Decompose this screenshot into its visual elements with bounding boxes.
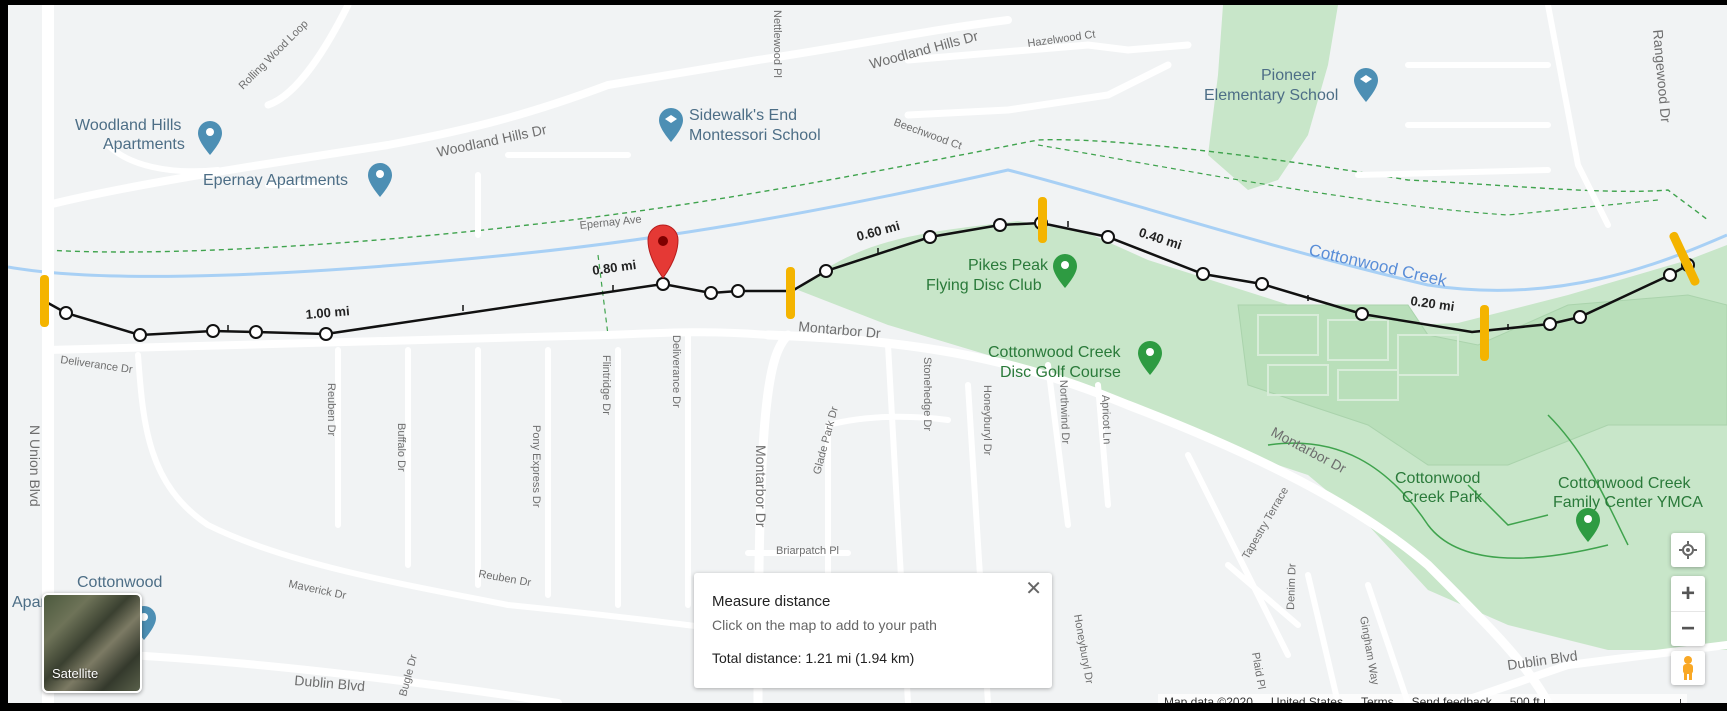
street-label-flintridge-dr: Flintridge Dr <box>600 355 612 415</box>
zoom-out-button[interactable]: − <box>1680 614 1695 642</box>
street-label-n-union-blvd: N Union Blvd <box>27 425 43 507</box>
street-label-beechwood-ct: Beechwood Ct <box>892 117 963 153</box>
poi-woodland-hills-apartments-line2[interactable]: Apartments <box>103 136 185 153</box>
park-fields <box>1257 314 1459 401</box>
street-label-briarpatch-pl: Briarpatch Pl <box>776 545 839 557</box>
street-label-reuben-dr-2: Reuben Dr <box>477 568 532 589</box>
my-location-button[interactable] <box>1671 533 1705 567</box>
zoom-control: + − <box>1671 576 1705 646</box>
distance-ticks <box>227 221 1509 331</box>
park-pin-icon[interactable] <box>1138 341 1162 375</box>
map-data-attribution: Map data ©2020 <box>1164 695 1253 703</box>
poi-pikes-peak-line1[interactable]: Pikes Peak <box>968 257 1049 274</box>
map-footer: Map data ©2020 United States Terms Send … <box>1158 694 1687 703</box>
drag-handles[interactable] <box>40 197 1701 361</box>
street-label-apricot-ln: Apricot Ln <box>1099 395 1113 445</box>
street-label-nettlewood-pl: Nettlewood Pl <box>771 10 783 78</box>
poi-pioneer-school-line1[interactable]: Pioneer <box>1261 67 1317 84</box>
poi-woodland-hills-apartments-line1[interactable]: Woodland Hills <box>75 117 181 134</box>
park-pin-icon[interactable] <box>1576 508 1600 542</box>
street-label-buffalo-dr: Buffalo Dr <box>395 423 407 472</box>
creek-label: Cottonwood Creek <box>1307 240 1449 290</box>
measure-title: Measure distance <box>712 593 831 610</box>
crosshair-icon <box>1679 541 1697 559</box>
zoom-in-button[interactable]: + <box>1671 576 1705 612</box>
street-label-stonehedge-dr: Stonehedge Dr <box>921 357 933 431</box>
trail-dashed <box>47 139 1709 253</box>
street-label-montarbor-dr: Montarbor Dr <box>798 318 882 341</box>
terms-link[interactable]: Terms <box>1360 695 1394 703</box>
poi-cottonwood-apartments-line1[interactable]: Cottonwood <box>77 574 162 591</box>
close-icon[interactable]: ✕ <box>1025 578 1042 600</box>
scale-label: 500 ft <box>1509 695 1540 703</box>
school-pin-icon[interactable] <box>659 108 683 142</box>
pegman-icon <box>1683 656 1693 680</box>
measure-total-distance: Total distance: 1.21 mi (1.94 km) <box>712 650 915 666</box>
measure-distance-card: Measure distance Click on the map to add… <box>694 573 1052 688</box>
street-label-reuben-dr: Reuben Dr <box>325 383 337 437</box>
street-label-rangewood-dr: Rangewood Dr <box>1650 29 1674 124</box>
poi-creek-park-line1[interactable]: Cottonwood <box>1395 470 1480 487</box>
park-detail <box>1237 294 1727 466</box>
map-canvas[interactable]: 1.00 mi 0.80 mi 0.60 mi 0.40 mi 0.20 mi … <box>8 5 1727 703</box>
street-label-deliverance-dr-2: Deliverance Dr <box>670 335 682 408</box>
poi-creek-park-line2[interactable]: Creek Park <box>1402 489 1483 506</box>
distance-label-0-80: 0.80 mi <box>591 257 637 278</box>
street-label-bugle-dr: Bugle Dr <box>397 653 420 698</box>
poi-sidewalks-end-line1[interactable]: Sidewalk's End <box>689 107 797 124</box>
park-area-east <box>798 221 1727 650</box>
satellite-toggle-button[interactable]: Satellite <box>42 593 142 693</box>
street-label-plaid-pl: Plaid Pl <box>1249 651 1267 690</box>
school-pin-icon[interactable] <box>1354 68 1378 102</box>
pegman-button[interactable] <box>1671 651 1705 685</box>
distance-label-0-40: 0.40 mi <box>1137 225 1184 253</box>
street-label-maverick-dr: Maverick Dr <box>287 578 347 602</box>
scale-bar <box>1543 699 1681 703</box>
park-trails <box>1267 414 1629 559</box>
street-label-dublin-blvd: Dublin Blvd <box>294 672 366 694</box>
street-label-pony-express-dr: Pony Express Dr <box>530 425 542 508</box>
street-label-honeyburyl-dr-2: Honeyburyl Dr <box>1071 613 1095 685</box>
cottonwood-creek-water <box>8 168 1727 292</box>
street-label-epernay-ave: Epernay Ave <box>579 214 642 232</box>
poi-disc-golf-line2[interactable]: Disc Golf Course <box>1000 364 1121 381</box>
end-marker[interactable] <box>647 224 679 279</box>
street-label-tapestry-terrace: Tapestry Terrace <box>1240 485 1291 561</box>
distance-label-1-00: 1.00 mi <box>305 303 350 322</box>
region-link[interactable]: United States <box>1270 695 1343 703</box>
park-area-pioneer <box>1208 5 1338 190</box>
measure-subtitle: Click on the map to add to your path <box>712 617 937 633</box>
location-pin-icon[interactable] <box>368 163 392 197</box>
send-feedback-link[interactable]: Send feedback <box>1411 695 1492 703</box>
street-label-deliverance-dr: Deliverance Dr <box>60 354 134 376</box>
poi-sidewalks-end-line2[interactable]: Montessori School <box>689 127 821 144</box>
streets <box>42 5 1727 703</box>
poi-disc-golf-line1[interactable]: Cottonwood Creek <box>988 344 1122 361</box>
poi-epernay-apartments[interactable]: Epernay Apartments <box>203 172 348 189</box>
map-layer[interactable]: 1.00 mi 0.80 mi 0.60 mi 0.40 mi 0.20 mi … <box>8 5 1727 703</box>
street-label-honeyburyl-dr: Honeyburyl Dr <box>981 385 993 456</box>
distance-label-0-60: 0.60 mi <box>855 218 901 244</box>
poi-pin-icons[interactable] <box>132 68 1600 640</box>
location-pin-icon[interactable] <box>198 121 222 155</box>
distance-label-0-20: 0.20 mi <box>1410 293 1456 314</box>
street-label-gingham-way: Gingham Way <box>1357 615 1381 686</box>
poi-ymca-line2[interactable]: Family Center YMCA <box>1553 494 1703 511</box>
street-label-denim-dr: Denim Dr <box>1285 563 1299 610</box>
poi-pikes-peak-line2[interactable]: Flying Disc Club <box>926 277 1042 294</box>
poi-ymca-line1[interactable]: Cottonwood Creek <box>1558 475 1692 492</box>
scale-indicator[interactable]: 500 ft <box>1510 695 1681 703</box>
satellite-label: Satellite <box>52 666 99 681</box>
poi-pioneer-school-line2[interactable]: Elementary School <box>1204 87 1338 104</box>
park-pin-icon[interactable] <box>1053 254 1077 288</box>
street-label-montarbor-dr-2: Montarbor Dr <box>753 445 769 528</box>
street-label-northwind-dr: Northwind Dr <box>1057 380 1071 445</box>
